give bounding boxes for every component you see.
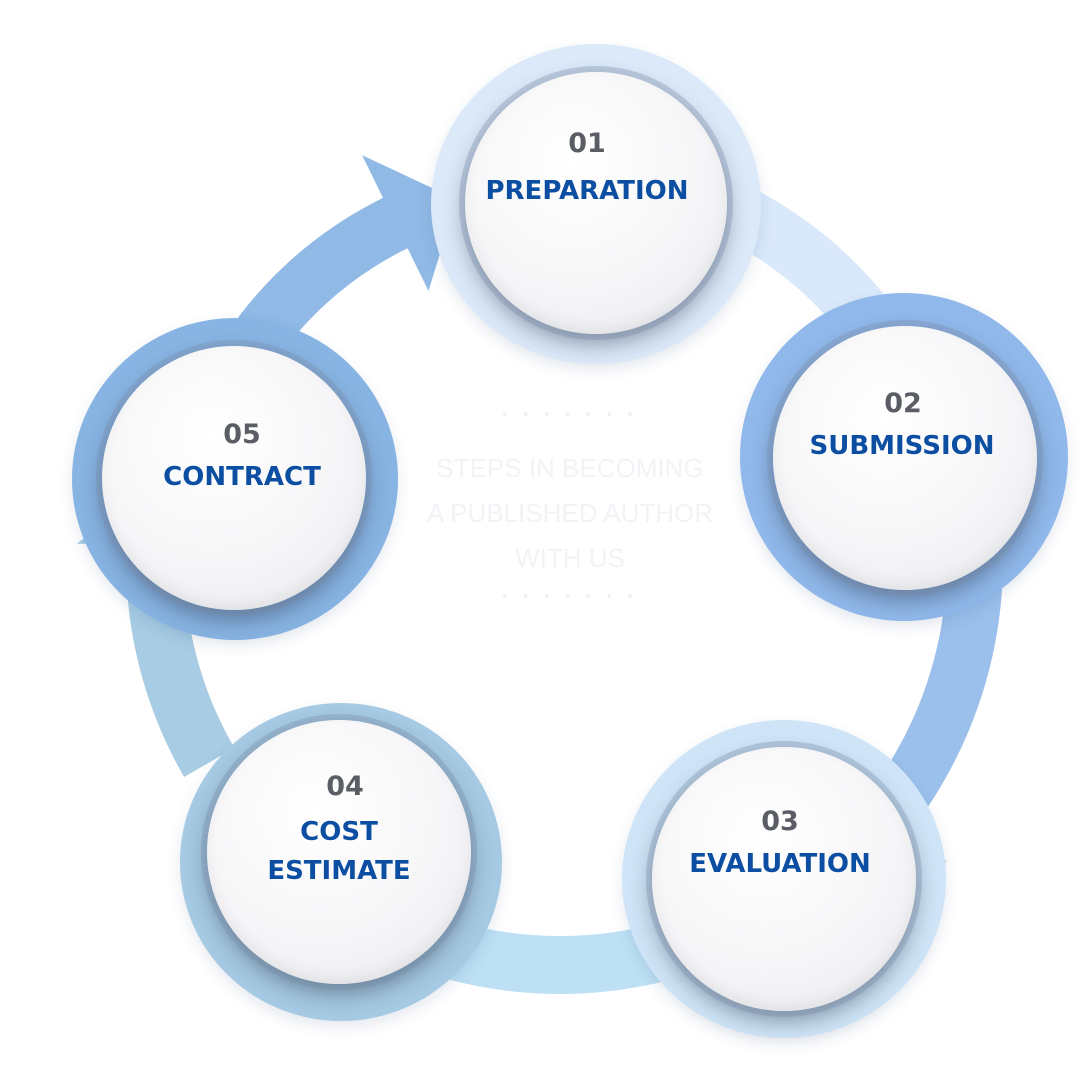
- step-label-preparation: PREPARATION: [485, 176, 689, 206]
- step-disc-evaluation: [652, 747, 916, 1011]
- center-title: STEPS IN BECOMING A PUBLISHED AUTHOR WIT…: [426, 453, 714, 573]
- step-number: 01: [568, 128, 606, 159]
- step-label-evaluation: EVALUATION: [689, 849, 871, 879]
- center-dots-top: • • • • • • •: [501, 408, 639, 422]
- step-number: 03: [761, 806, 799, 837]
- step-disc-contract: [102, 346, 366, 610]
- step-disc-submission: [773, 326, 1037, 590]
- center-dots-bottom: • • • • • • •: [501, 590, 639, 604]
- step-number: 05: [223, 419, 261, 450]
- arrow-cost-estimate-to-contract: [77, 475, 235, 777]
- step-number: 04: [326, 771, 364, 802]
- step-label-cost-estimate: COST ESTIMATE: [267, 817, 411, 886]
- step-label-contract: CONTRACT: [163, 462, 321, 492]
- step-disc-preparation: [465, 72, 727, 334]
- step-number: 02: [884, 388, 922, 419]
- step-label-submission: SUBMISSION: [809, 431, 995, 461]
- step-disc-cost-estimate: [207, 720, 471, 984]
- arrow-contract-to-preparation: [218, 155, 457, 377]
